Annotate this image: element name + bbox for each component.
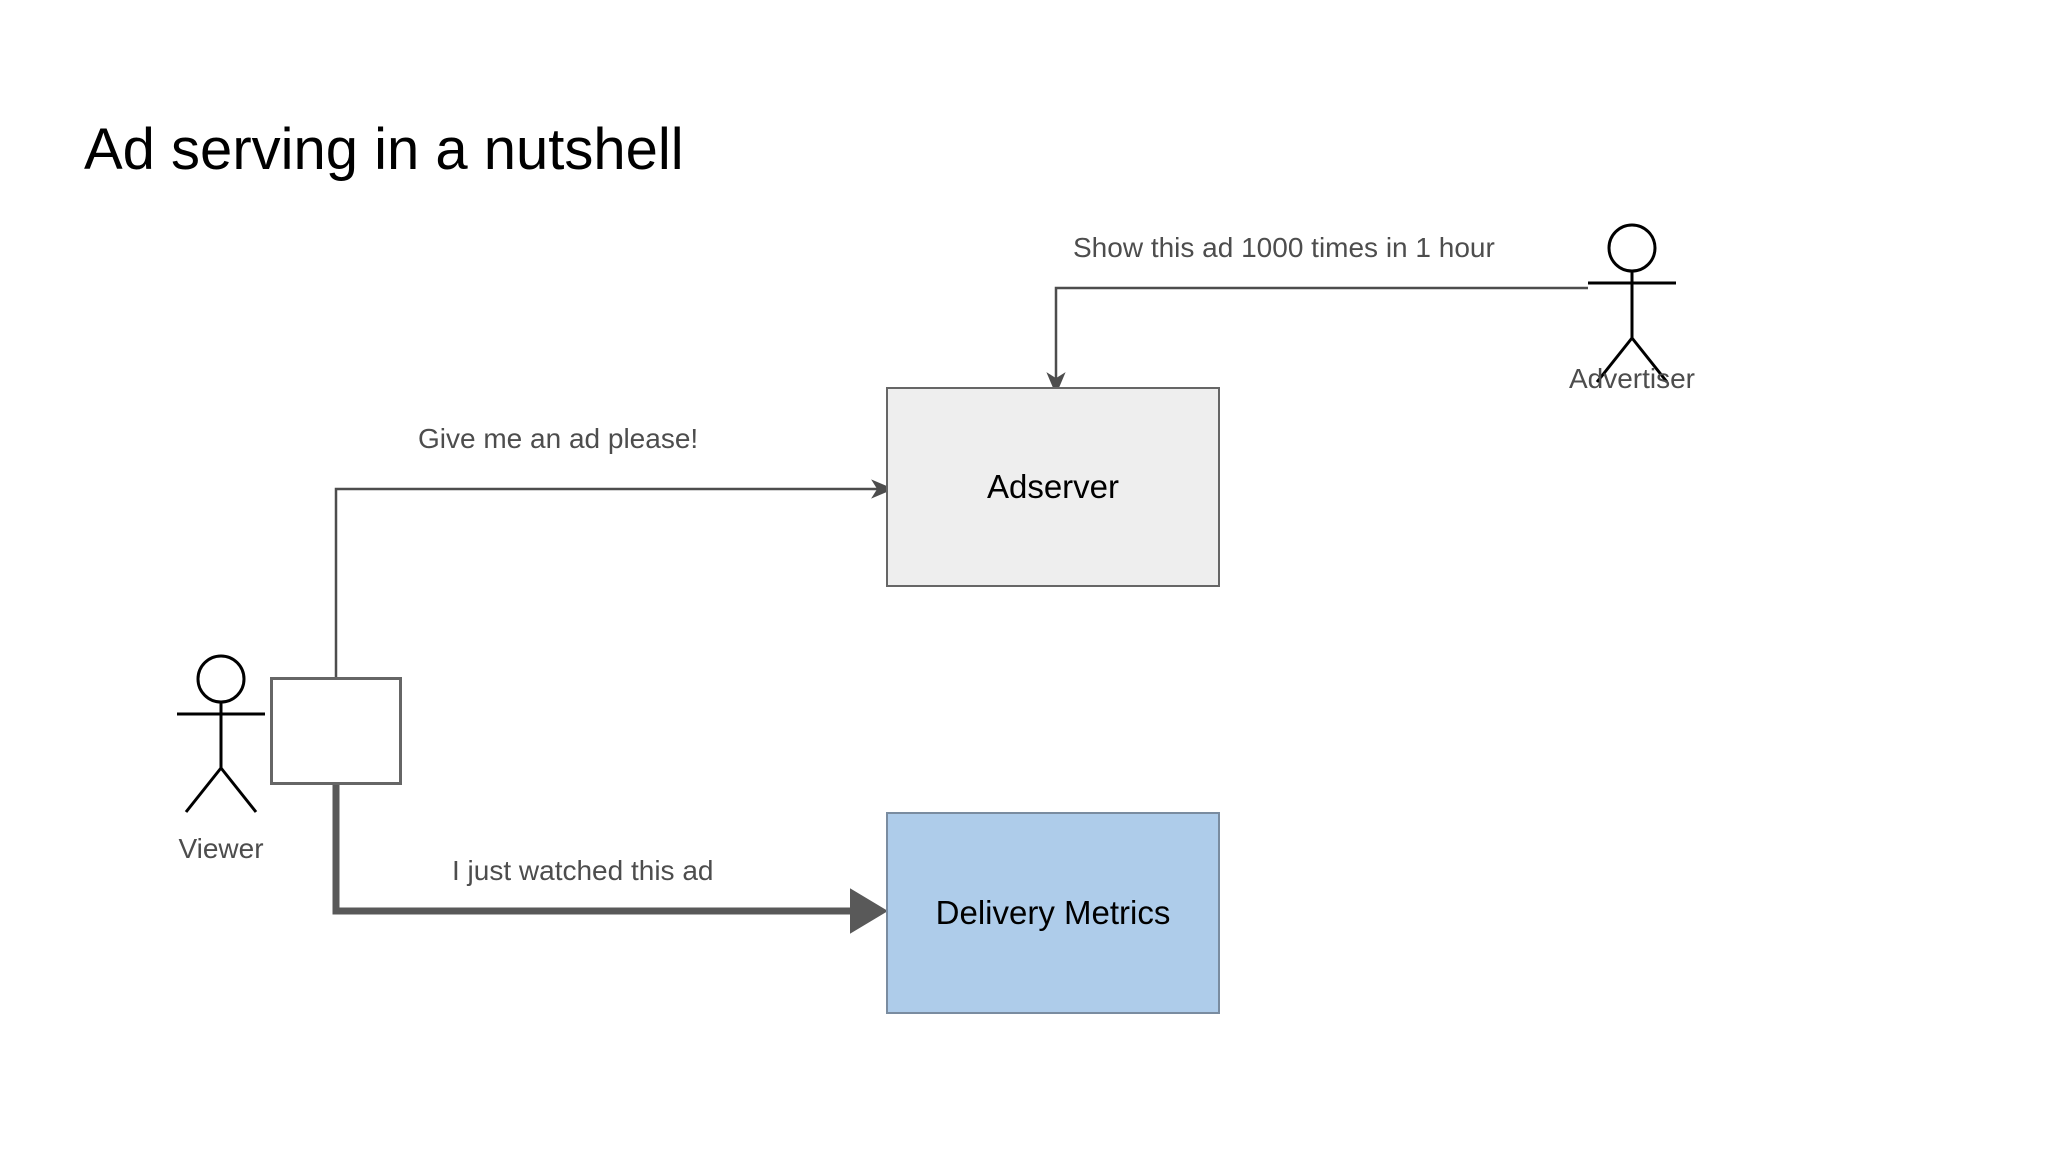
viewer-stick-figure-icon (177, 654, 265, 813)
adserver-node[interactable]: Adserver (886, 387, 1220, 587)
video-player-node[interactable] (270, 677, 402, 785)
edge-player-to-metrics (332, 785, 888, 934)
edge-label-advertiser-to-adserver: Show this ad 1000 times in 1 hour (1073, 232, 1495, 263)
advertiser-stick-figure-icon (1588, 223, 1676, 383)
edge-label-player-to-adserver: Give me an ad please! (418, 423, 699, 454)
delivery-metrics-node-label: Delivery Metrics (935, 894, 1171, 931)
edge-label-player-to-metrics: I just watched this ad (452, 855, 714, 886)
edge-advertiser-to-adserver (1046, 286, 1588, 395)
viewer-actor-label: Viewer (178, 833, 264, 864)
edge-player-to-adserver (334, 479, 894, 677)
advertiser-actor-label: Advertiser (1568, 363, 1696, 394)
delivery-metrics-node[interactable]: Delivery Metrics (886, 812, 1220, 1014)
adserver-node-label: Adserver (986, 468, 1120, 505)
page-title: Ad serving in a nutshell (84, 117, 684, 182)
